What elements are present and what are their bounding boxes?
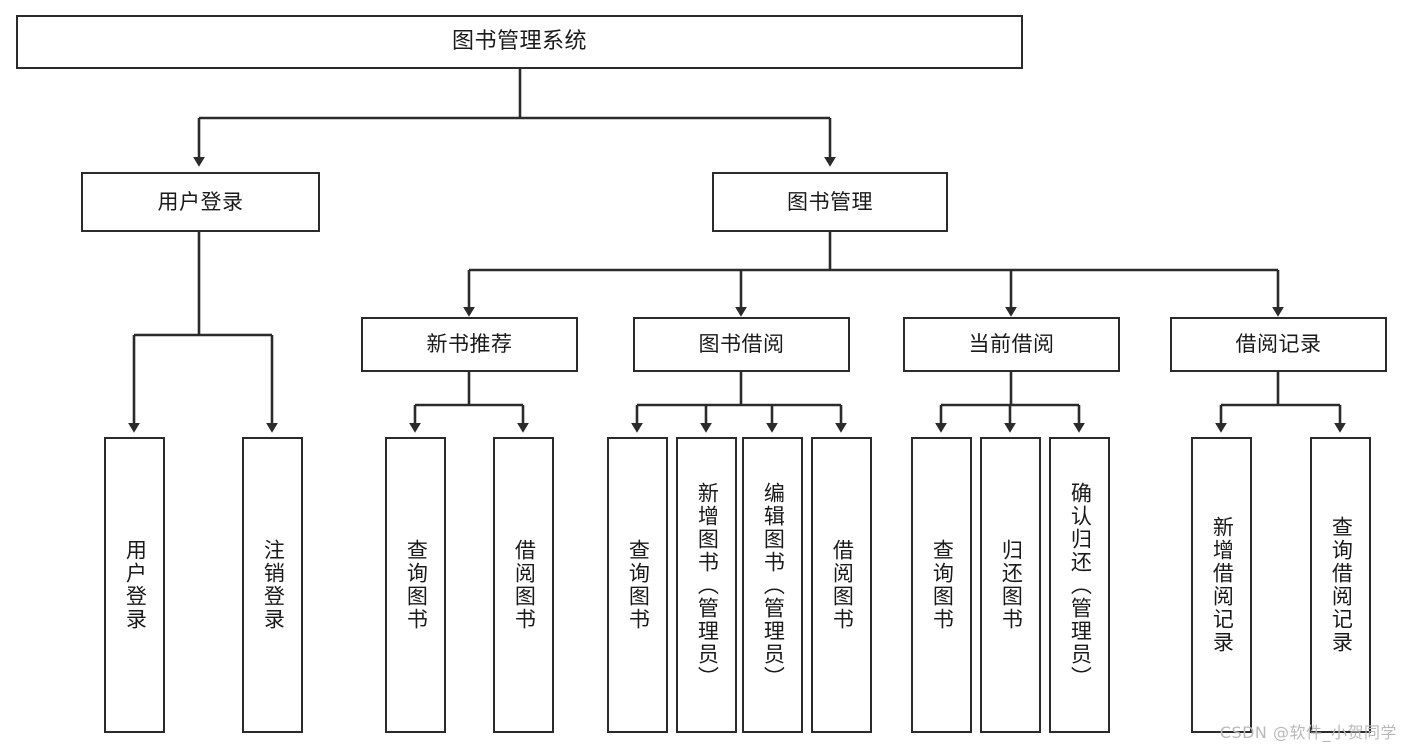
node-borrow-record-label: 借阅记录 — [1235, 332, 1322, 357]
node-new-book-recommend[interactable]: 新书推荐 — [361, 317, 578, 372]
leaf-book-borrow-0-label: 查询图书 — [626, 539, 651, 631]
leaf-book-borrow-1[interactable]: 新增图书（管理员） — [676, 437, 737, 733]
leaf-new-book-0[interactable]: 查询图书 — [385, 437, 446, 733]
node-borrow-record[interactable]: 借阅记录 — [1170, 317, 1387, 372]
leaf-current-borrow-2[interactable]: 确认归还（管理员） — [1049, 437, 1110, 733]
leaf-user-login-0-label: 用户登录 — [123, 539, 148, 631]
leaf-book-borrow-2-label: 编辑图书（管理员） — [761, 481, 786, 689]
leaf-book-borrow-2[interactable]: 编辑图书（管理员） — [742, 437, 803, 733]
node-book-manage[interactable]: 图书管理 — [712, 172, 948, 232]
leaf-book-borrow-3[interactable]: 借阅图书 — [811, 437, 872, 733]
leaf-current-borrow-1[interactable]: 归还图书 — [980, 437, 1041, 733]
leaf-current-borrow-2-label: 确认归还（管理员） — [1068, 481, 1093, 689]
node-book-borrow[interactable]: 图书借阅 — [633, 317, 850, 372]
node-current-borrow-label: 当前借阅 — [968, 332, 1055, 357]
leaf-current-borrow-1-label: 归还图书 — [999, 539, 1024, 631]
node-user-login[interactable]: 用户登录 — [81, 172, 320, 232]
node-root[interactable]: 图书管理系统 — [16, 15, 1023, 69]
leaf-borrow-record-1[interactable]: 查询借阅记录 — [1310, 437, 1371, 733]
leaf-current-borrow-0[interactable]: 查询图书 — [911, 437, 972, 733]
leaf-user-login-0[interactable]: 用户登录 — [104, 437, 165, 733]
leaf-current-borrow-0-label: 查询图书 — [930, 539, 955, 631]
leaf-user-login-1[interactable]: 注销登录 — [242, 437, 303, 733]
node-book-manage-label: 图书管理 — [787, 189, 873, 214]
leaf-borrow-record-0[interactable]: 新增借阅记录 — [1191, 437, 1252, 733]
leaf-book-borrow-0[interactable]: 查询图书 — [607, 437, 668, 733]
leaf-borrow-record-1-label: 查询借阅记录 — [1329, 516, 1354, 654]
node-book-borrow-label: 图书借阅 — [698, 332, 785, 357]
leaf-user-login-1-label: 注销登录 — [261, 539, 286, 631]
node-new-book-recommend-label: 新书推荐 — [426, 332, 513, 357]
node-root-label: 图书管理系统 — [451, 29, 587, 55]
leaf-borrow-record-0-label: 新增借阅记录 — [1210, 516, 1235, 654]
node-user-login-label: 用户登录 — [157, 189, 244, 214]
leaf-book-borrow-3-label: 借阅图书 — [830, 539, 855, 631]
leaf-book-borrow-1-label: 新增图书（管理员） — [695, 481, 720, 689]
leaf-new-book-0-label: 查询图书 — [404, 539, 429, 631]
leaf-new-book-1[interactable]: 借阅图书 — [493, 437, 554, 733]
leaf-new-book-1-label: 借阅图书 — [512, 539, 537, 631]
node-current-borrow[interactable]: 当前借阅 — [903, 317, 1120, 372]
